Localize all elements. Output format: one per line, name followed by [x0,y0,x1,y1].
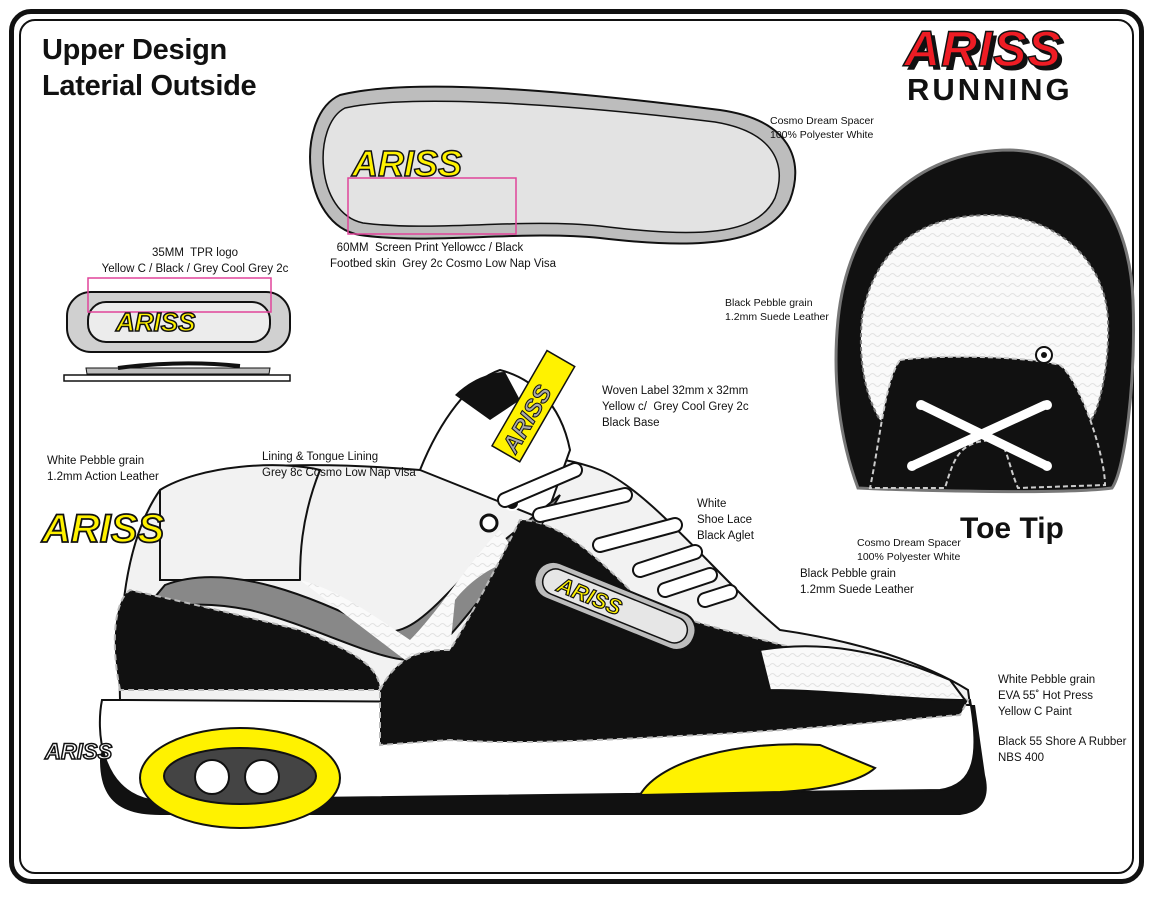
shoe-lateral-drawing: ARISS ARISS ARISS [40,349,987,829]
title-line-2: Laterial Outside [42,70,257,102]
toe-tip-title: Toe Tip [960,512,1064,545]
insole-print-area [347,177,517,235]
toe-tip-drawing [834,148,1135,494]
brand-logo-shadow: ARISS [906,25,1066,81]
tpr-logo: ARISS [115,307,196,337]
brand-logo-text: ARISS [902,21,1062,77]
heel-logo: ARISS [44,739,113,764]
brand-logo: ARISS ARISS [901,20,1066,81]
tpr-logo-drawing: ARISS [63,277,291,382]
large-side-logo: ARISS [41,507,165,551]
inner-frame [19,19,1134,874]
outer-frame [9,9,1144,884]
insole-drawing: ARISS [309,85,797,245]
title-line-1: Upper Design [42,34,227,66]
brand-running: RUNNING [907,72,1073,107]
